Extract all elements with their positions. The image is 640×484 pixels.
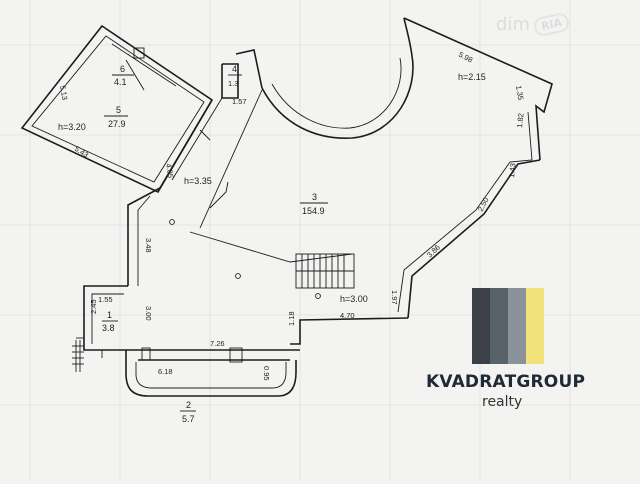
room-1-area: 3.8	[102, 323, 115, 333]
room-4-walls	[159, 63, 239, 189]
marker-1	[169, 219, 175, 225]
room-4-number: 4	[232, 64, 237, 74]
dim-598: 5.98	[457, 50, 474, 65]
marker-2	[235, 273, 241, 279]
room-5-number: 5	[116, 105, 121, 115]
room-5-walls	[20, 24, 214, 194]
room-1-number: 1	[107, 310, 112, 320]
dim-197: 1.97	[390, 290, 399, 305]
room-2-area: 5.7	[182, 414, 195, 424]
room-6-area: 4.1	[114, 77, 127, 87]
logo-bar-1	[472, 288, 490, 364]
logo-bar-3	[508, 288, 526, 364]
marker-3	[315, 293, 321, 299]
dim-245: 2.45	[89, 299, 98, 314]
room-5-area: 27.9	[108, 119, 126, 129]
room-6-number: 6	[120, 64, 125, 74]
staircase	[295, 253, 355, 289]
dim-618: 6.18	[158, 367, 173, 376]
watermark-badge: RIA	[532, 11, 571, 38]
dim-250: 2.50	[476, 196, 491, 213]
dim-726: 7.26	[210, 339, 225, 348]
room-3-walls	[127, 17, 553, 345]
round-height: h=2.15	[458, 72, 486, 82]
logo-bar-2	[490, 288, 508, 364]
dim-155: 1.55	[98, 295, 113, 304]
room-3-number: 3	[312, 192, 317, 202]
dim-386: 3.86	[425, 243, 442, 260]
dim-470: 4.70	[340, 311, 355, 320]
dim-513: 5.13	[58, 85, 69, 101]
dim-143: 1.43	[507, 163, 517, 178]
dim-182: 1.82	[515, 113, 525, 128]
brand-name: KVADRATGROUP	[426, 372, 586, 392]
room-2-walls	[125, 347, 300, 397]
dim-300: 3.00	[144, 306, 153, 321]
dim-543: 5.43	[73, 144, 90, 159]
room-3-height: h=3.35	[184, 176, 212, 186]
brand-tagline: realty	[482, 394, 523, 410]
room-labels: 6 4.1 5 h=3.20 27.9 4 1.3 h=3.35 3 154.9…	[58, 64, 486, 424]
room-2-number: 2	[186, 400, 191, 410]
room-1-walls	[72, 285, 128, 372]
room-3-area: 154.9	[302, 206, 325, 216]
room-5-height: h=3.20	[58, 122, 86, 132]
dim-ria-watermark: dim RIA	[496, 11, 571, 38]
watermark-text: dim	[496, 14, 530, 35]
dim-348: 3.48	[144, 238, 153, 253]
room-4-area: 1.3	[228, 79, 238, 88]
logo-bar-4	[526, 288, 544, 364]
dim-157: 1.57	[232, 97, 247, 106]
dim-405: 4.05	[164, 163, 175, 179]
lower-height: h=3.00	[340, 294, 368, 304]
dim-095: 0.95	[262, 366, 271, 381]
dim-135: 1.35	[514, 85, 525, 101]
dim-118: 1.18	[287, 311, 296, 326]
brand-logo	[472, 288, 544, 364]
